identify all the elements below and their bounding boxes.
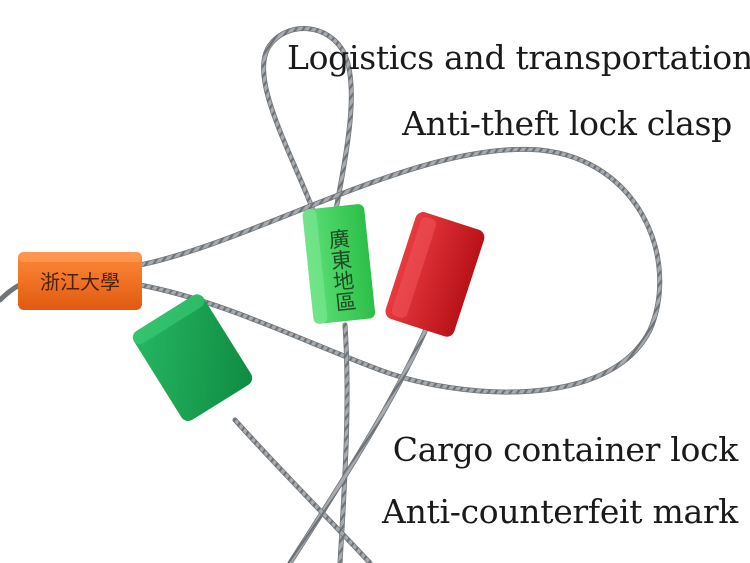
steel-cables (0, 26, 663, 563)
dark-green-seal (132, 294, 253, 422)
caption-cargo-lock: Cargo container lock (392, 430, 739, 469)
light-green-seal: 廣東地區 (302, 204, 376, 324)
caption-logistics: Logistics and transportation (287, 38, 750, 77)
caption-anti-counterfeit: Anti-counterfeit mark (382, 492, 738, 531)
caption-anti-theft: Anti-theft lock clasp (402, 104, 732, 143)
orange-seal-text: 浙江大學 (40, 270, 120, 294)
orange-seal: 浙江大學 (18, 252, 142, 310)
red-seal (385, 212, 485, 337)
